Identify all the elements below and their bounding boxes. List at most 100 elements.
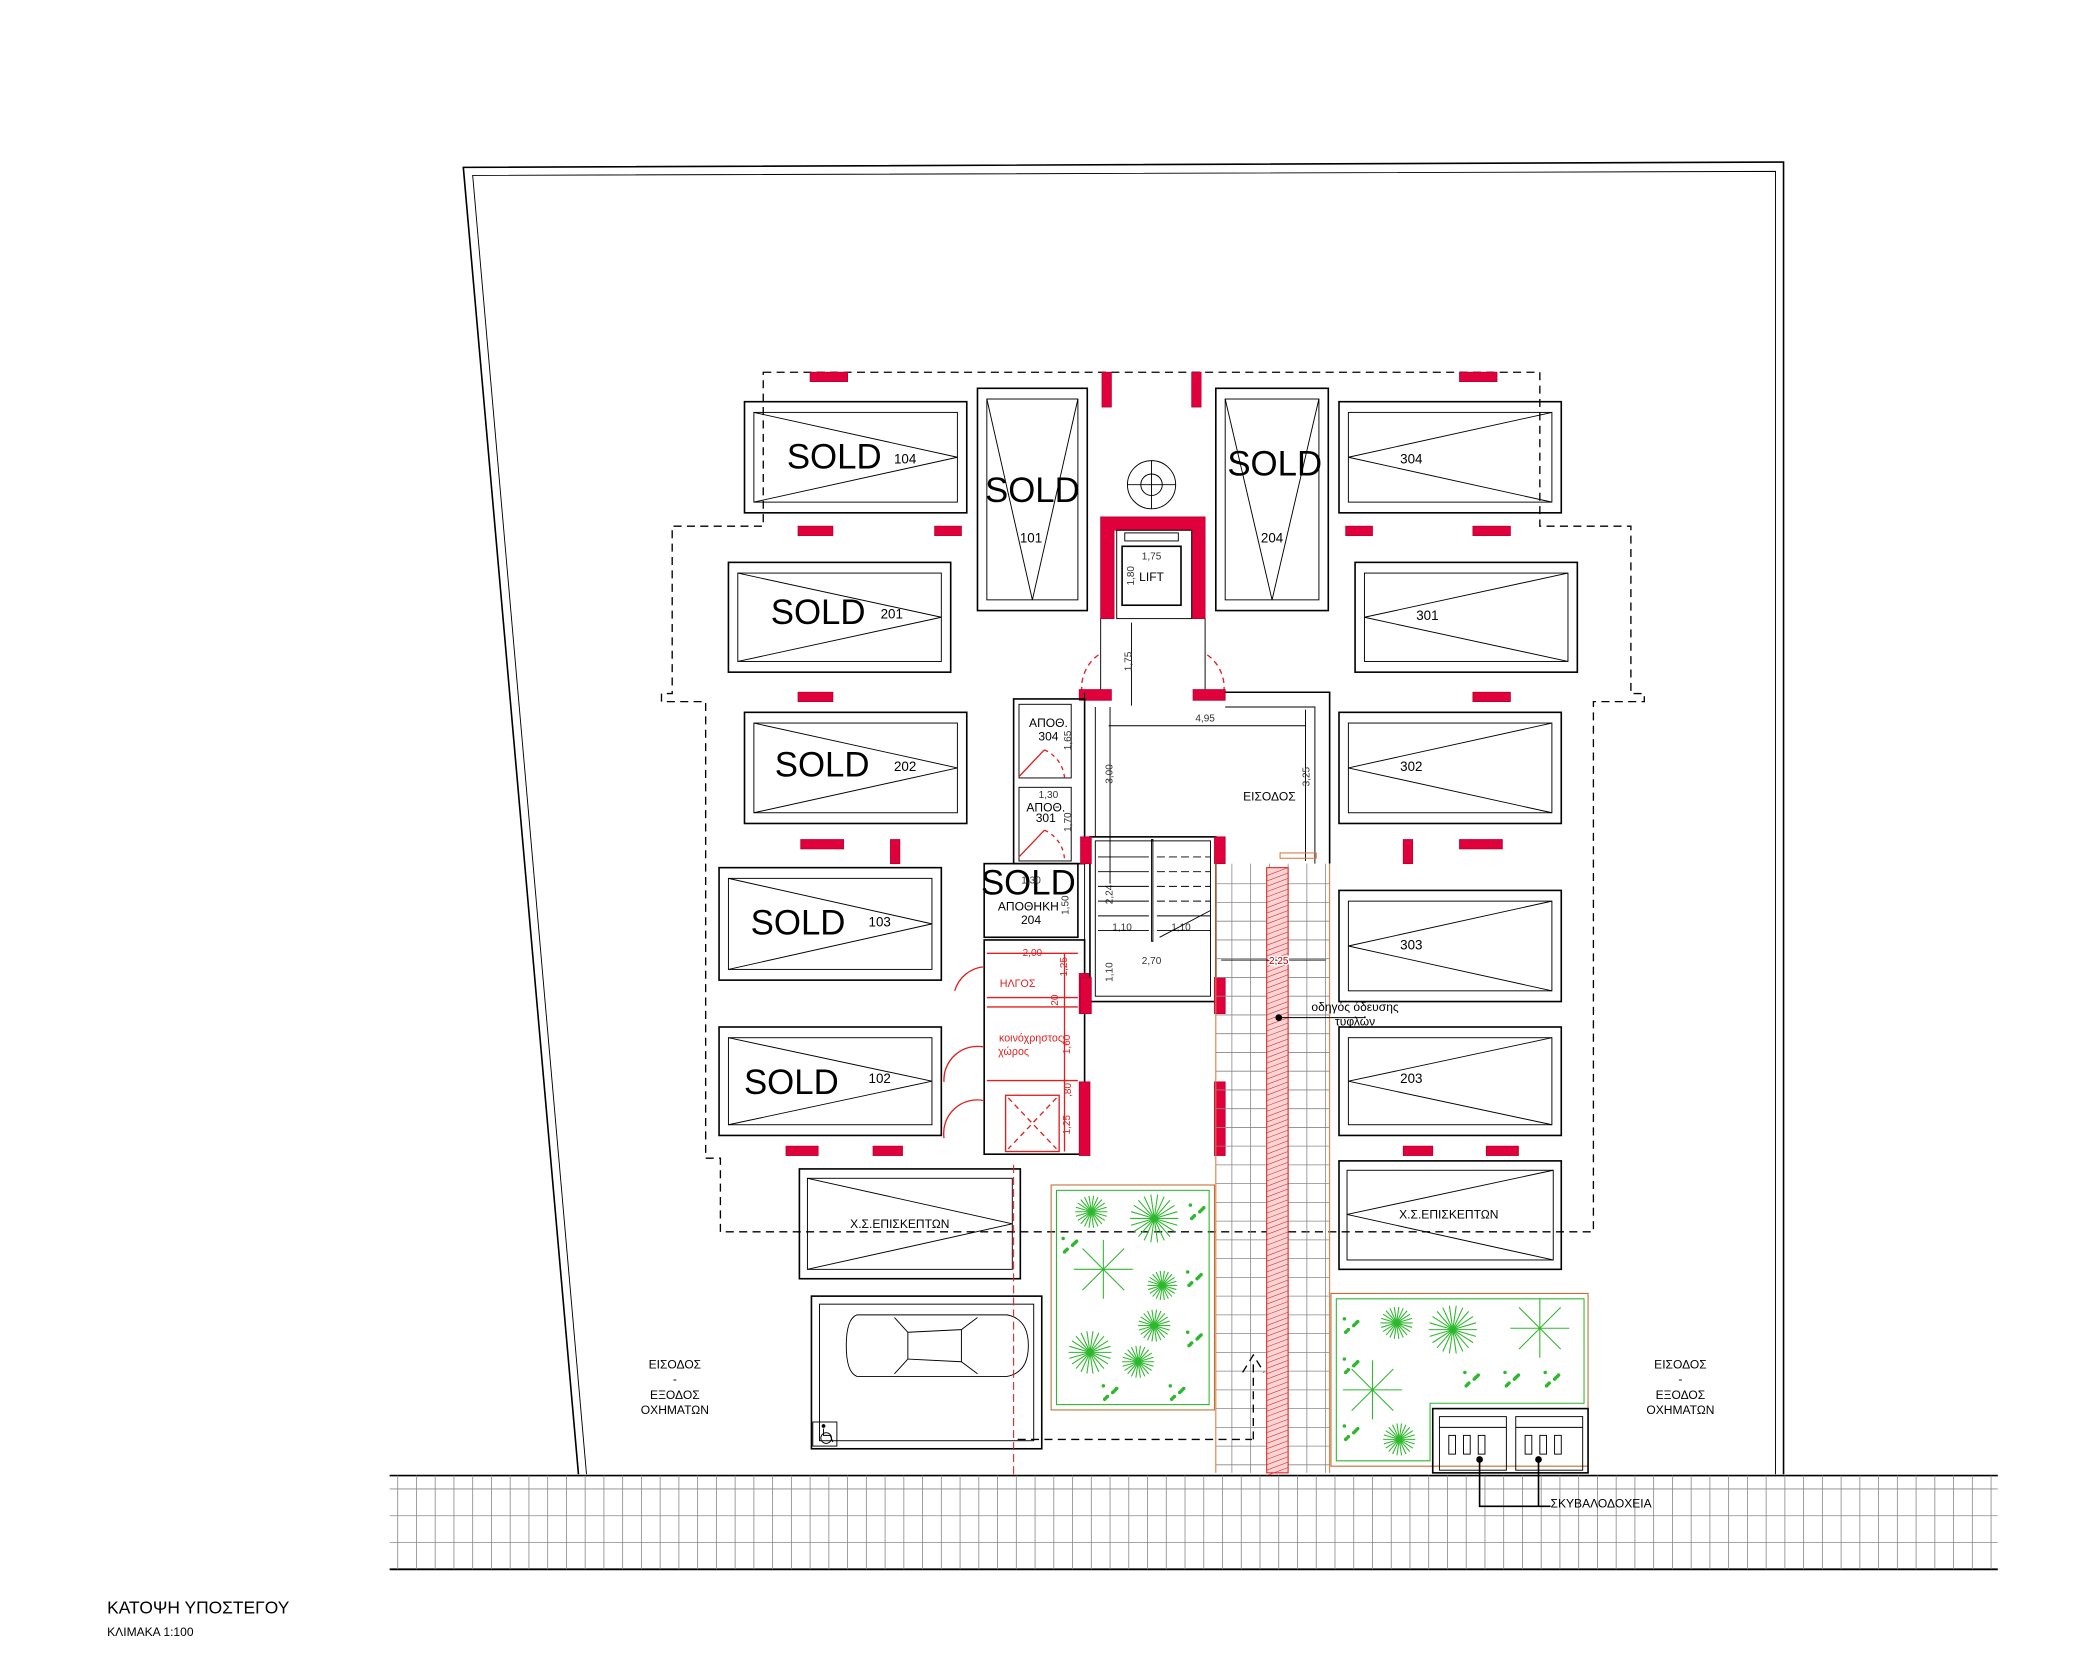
dim-stair-w1: 1,10 [1112,923,1132,934]
plant-icon [1073,1239,1133,1299]
svg-text:-: - [673,1372,677,1386]
pavement-grid [389,1474,1998,1571]
plant-icon [1138,1309,1171,1342]
dim-storage-301: 1,70 [1063,812,1074,832]
sold-label: SOLD [751,904,846,943]
space-number: 202 [894,759,916,774]
visitor-label: Χ.Σ.ΕΠΙΣΚΕΠΤΩΝ [1399,1207,1498,1221]
space-number: 201 [881,607,903,622]
sold-label: SOLD [985,471,1080,510]
space-number: 304 [1400,451,1423,466]
common-space-label: κοινόχρηστος [999,1033,1063,1045]
drawing-scale: ΚΛΙΜΑΚΑ 1:100 [107,1625,194,1639]
space-number: 102 [869,1071,891,1086]
dim-red-h1: 1,25 [1059,957,1070,977]
storage-301-number: 301 [1036,811,1056,825]
parking-space-304: 304 [1338,400,1563,514]
dim-red-width: 2,00 [1023,948,1043,959]
waste-bins: ΣΚΥΒΑΛΟΔΟΧΕΙΑ [1431,1407,1653,1511]
lift-core: LIFT 1,75 1,80 1,75 [1078,460,1226,706]
plant-icon [1383,1423,1416,1456]
room-label: ΗΛΓΟΣ [1000,978,1036,990]
lift-label: LIFT [1139,570,1164,584]
plant-icon [1343,1360,1402,1420]
planted-areas [1050,1184,1589,1467]
space-number: 103 [869,915,891,930]
dim-red-gap2: ,80 [1063,1083,1074,1097]
svg-text:-: - [1678,1372,1682,1386]
space-number: 203 [1400,1071,1422,1086]
dim-stair-run: 2,24 [1105,884,1116,904]
common-space-label-2: χώρος [998,1046,1029,1058]
dim-corridor: 1,75 [1123,651,1134,671]
dim-storage-204-h: 1,50 [1061,895,1072,915]
plant-icon [1122,1345,1155,1378]
dim-storage-204-w: 1,30 [1021,876,1041,887]
dim-red-gap1: ,20 [1050,994,1061,1008]
space-number: 302 [1400,759,1422,774]
dim-stair-landing: 1,10 [1105,962,1116,982]
drawing-title: ΚΑΤΟΨΗ ΥΠΟΣΤΕΓΟΥ [107,1597,290,1617]
storage-204-sold: SOLD [981,863,1076,902]
service-rooms: 2,00 ΗΛΓΟΣ 1,25 ,20 κοινόχρηστος χώρος 1… [942,939,1091,1156]
dim-storage-width: 1,30 [1039,790,1059,801]
storage-304-number: 304 [1038,729,1058,743]
space-number: 204 [1261,530,1284,545]
storage-rooms: ΑΠΟΘ. 304 1,65 1,30 ΑΠΟΘ. 301 1,70 SOLD … [981,698,1086,939]
parking-space-204: 204 SOLD [1215,387,1330,612]
parking-space-101: 101 SOLD [976,387,1089,612]
parking-space-203: 203 [1338,1026,1563,1137]
storage-204-number: 204 [1021,913,1041,927]
wheelchair-icon [812,1421,838,1447]
space-number: 101 [1020,530,1042,545]
parking-space-103: 103 SOLD [718,866,943,981]
svg-text:ΕΞΟΔΟΣ: ΕΞΟΔΟΣ [650,1388,700,1402]
sold-label: SOLD [771,593,866,632]
svg-text:ΟΧΗΜΑΤΩΝ: ΟΧΗΜΑΤΩΝ [1646,1403,1714,1417]
plant-icon [1380,1306,1413,1339]
vehicle-access-left: ΕΙΣΟΔΟΣ - ΕΞΟΔΟΣ ΟΧΗΜΑΤΩΝ [641,1357,709,1417]
visitor-label: Χ.Σ.ΕΠΙΣΚΕΠΤΩΝ [850,1217,949,1231]
blind-guide-label: οδηγός όδευσης [1311,1000,1398,1014]
parking-space-301: 301 [1354,561,1579,673]
space-number: 301 [1416,608,1438,623]
pedestrian-ramp [1215,863,1331,1476]
plant-icon [1147,1270,1177,1301]
staircase: 2,24 1,10 1,10 2,70 1,10 [1080,836,1226,1015]
space-number: 303 [1400,937,1422,952]
plant-icon [1510,1298,1570,1358]
dim-red-h3: 1,25 [1062,1115,1073,1135]
space-number: 104 [894,451,917,466]
storage-304-label: ΑΠΟΘ. [1029,716,1068,730]
parking-space-303: 303 [1338,889,1563,1003]
entrance-hall: 4,95 3,25 3,00 ΕΙΣΟΔΟΣ [1084,691,1331,1018]
parking-space-201: 201 SOLD [727,561,952,673]
storage-204-label: ΑΠΟΘΗΚΗ [998,900,1059,914]
plant-icon [1130,1194,1179,1243]
dim-entrance-width: 4,95 [1195,714,1215,725]
vehicle-access-right: ΕΙΣΟΔΟΣ - ΕΞΟΔΟΣ ΟΧΗΜΑΤΩΝ [1646,1357,1714,1417]
parking-space-302: 302 [1338,711,1563,825]
blind-guide-label-2: τυφλών [1335,1015,1375,1029]
dim-entrance-height: 3,25 [1302,766,1313,786]
site-boundary [462,161,1785,1475]
svg-text:ΕΙΣΟΔΟΣ: ΕΙΣΟΔΟΣ [649,1357,702,1371]
dim-entrance-left: 3,00 [1105,764,1116,784]
dim-stair-w2: 1,10 [1171,923,1191,934]
dim-storage-304: 1,65 [1063,730,1074,750]
structural-columns [785,371,1519,1156]
car-icon [845,1314,1029,1377]
accessible-parking [810,1164,1252,1476]
svg-text:ΕΙΣΟΔΟΣ: ΕΙΣΟΔΟΣ [1654,1357,1707,1371]
dim-red-h2: 1,60 [1062,1034,1073,1054]
dim-stair-total: 2,70 [1142,956,1162,967]
entrance-label: ΕΙΣΟΔΟΣ [1243,790,1296,804]
ramp-labels: 2,25 οδηγός όδευσης τυφλών [1221,955,1399,1440]
visitor-space-right: Χ.Σ.ΕΠΙΣΚΕΠΤΩΝ [1338,1160,1563,1271]
sold-label: SOLD [1227,444,1322,483]
